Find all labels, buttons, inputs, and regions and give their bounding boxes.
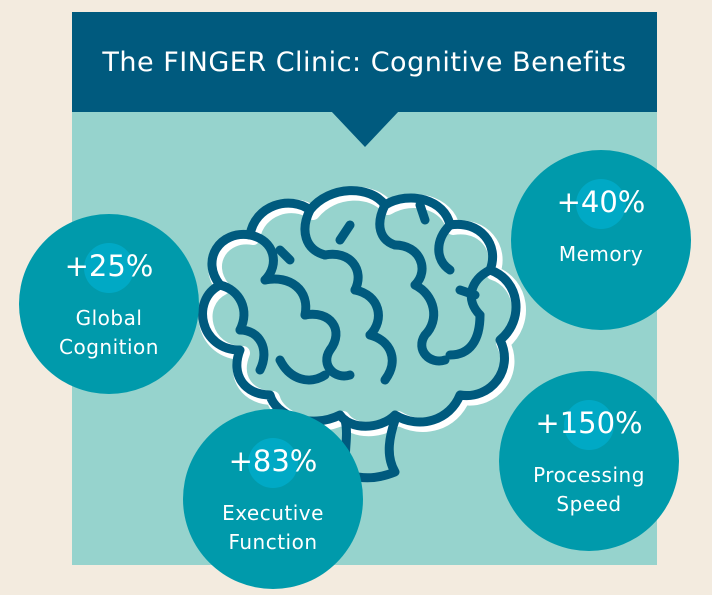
stat-value: +150% <box>535 406 643 440</box>
title-banner: The FINGER Clinic: Cognitive Benefits <box>72 12 657 112</box>
banner-pointer <box>331 111 399 147</box>
highlight-dot <box>576 179 626 229</box>
brain-icon <box>198 186 526 483</box>
label-line: Global <box>75 306 143 330</box>
highlight-dot <box>564 400 614 450</box>
stat-value: +40% <box>556 185 646 219</box>
label-line: Executive <box>222 501 324 525</box>
stat-memory: +40% Memory <box>511 150 691 330</box>
stat-value: +25% <box>64 249 154 283</box>
stat-value: +83% <box>228 444 318 478</box>
page-title: The FINGER Clinic: Cognitive Benefits <box>102 46 627 78</box>
highlight-dot <box>84 243 134 293</box>
highlight-dot <box>248 438 298 488</box>
label-line: Speed <box>556 492 622 516</box>
stat-label: Memory <box>511 240 691 269</box>
label-line: Function <box>228 530 318 554</box>
label-line: Cognition <box>59 335 159 359</box>
label-line: Processing <box>533 463 645 487</box>
label-line: Memory <box>558 242 644 266</box>
